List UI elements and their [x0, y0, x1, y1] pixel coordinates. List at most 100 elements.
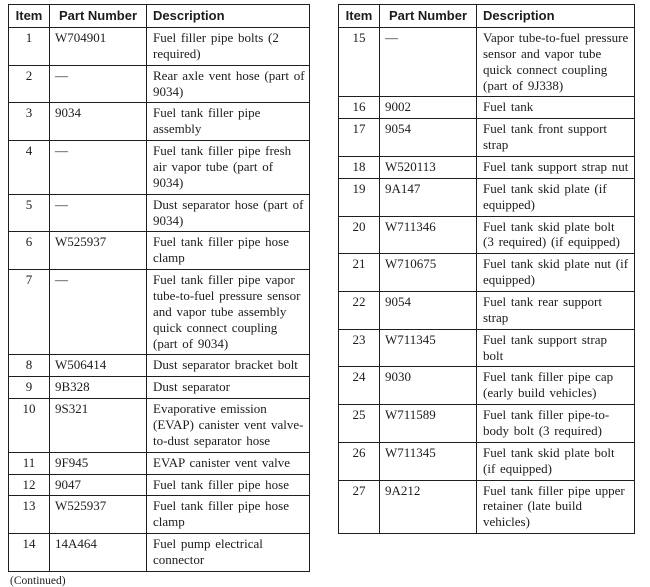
parts-table-items-15-27: Item Part Number Description 15—Vapor tu… — [338, 4, 635, 535]
part-number-cell: 9B328 — [49, 376, 147, 400]
description-cell: Fuel tank skid plate bolt (if equipped) — [476, 441, 635, 481]
item-cell: 7 — [8, 269, 50, 356]
description-cell: Fuel tank filler pipe hose clamp — [146, 231, 310, 271]
part-number-cell: W710675 — [379, 253, 477, 293]
item-cell: 2 — [8, 64, 50, 104]
part-number-cell: 9002 — [379, 96, 477, 120]
part-number-cell: 9A212 — [379, 479, 477, 535]
column-header-part-number: Part Number — [49, 4, 147, 28]
part-number-cell: 9S321 — [49, 398, 147, 453]
part-number-cell: 14A464 — [49, 533, 147, 572]
description-cell: Fuel tank skid plate (if equipped) — [476, 177, 635, 217]
column-header-item: Item — [8, 4, 50, 28]
column-header-item: Item — [338, 4, 380, 28]
column-header-description: Description — [146, 4, 310, 28]
item-cell: 3 — [8, 102, 50, 142]
description-cell: Fuel tank filler pipe hose clamp — [146, 495, 310, 535]
part-number-cell: — — [379, 26, 477, 98]
part-number-cell: 9030 — [379, 366, 477, 406]
table-row: 15—Vapor tube-to-fuel pressure sensor an… — [338, 26, 635, 98]
part-number-cell: 9A147 — [379, 177, 477, 217]
item-cell: 13 — [8, 495, 50, 535]
item-cell: 12 — [8, 473, 50, 497]
part-number-cell: — — [49, 269, 147, 356]
column-header-description: Description — [476, 4, 635, 28]
item-cell: 27 — [338, 479, 380, 535]
part-number-cell: 9034 — [49, 102, 147, 142]
continued-label: (Continued) — [10, 574, 66, 587]
table-row: 7—Fuel tank filler pipe vapor tube-to-fu… — [8, 269, 310, 356]
right-table-column: Item Part Number Description 15—Vapor tu… — [338, 4, 635, 535]
part-number-cell: 9054 — [379, 118, 477, 158]
description-cell: Fuel tank filler pipe hose — [146, 473, 310, 497]
description-cell: Dust separator — [146, 376, 310, 400]
item-cell: 18 — [338, 156, 380, 179]
description-cell: Fuel tank support strap bolt — [476, 328, 635, 368]
column-header-part-number: Part Number — [379, 4, 477, 28]
item-cell: 26 — [338, 441, 380, 481]
item-cell: 23 — [338, 328, 380, 368]
item-cell: 6 — [8, 231, 50, 271]
item-cell: 14 — [8, 533, 50, 572]
part-number-cell: 9054 — [379, 291, 477, 330]
description-cell: Vapor tube-to-fuel pressure sensor and v… — [476, 26, 635, 98]
table-header-row: Item Part Number Description — [338, 4, 635, 28]
description-cell: Fuel tank rear support strap — [476, 291, 635, 330]
part-number-cell: W711345 — [379, 328, 477, 368]
description-cell: Fuel pump electrical connector — [146, 533, 310, 572]
table-row: 5—Dust separator hose (part of 9034) — [8, 193, 310, 233]
item-cell: 9 — [8, 376, 50, 400]
description-cell: Fuel tank filler pipe fresh air vapor tu… — [146, 140, 310, 195]
item-cell: 16 — [338, 96, 380, 120]
item-cell: 19 — [338, 177, 380, 217]
description-cell: Fuel tank filler pipe upper retainer (la… — [476, 479, 635, 535]
item-cell: 11 — [8, 451, 50, 475]
item-cell: 1 — [8, 27, 50, 66]
part-number-cell: W525937 — [49, 495, 147, 535]
table-body: 15—Vapor tube-to-fuel pressure sensor an… — [338, 26, 635, 535]
table-header-row: Item Part Number Description — [8, 4, 310, 28]
description-cell: Fuel tank — [476, 96, 635, 120]
description-cell: Fuel tank skid plate nut (if equipped) — [476, 253, 635, 293]
description-cell: Fuel tank filler pipe assembly — [146, 102, 310, 142]
item-cell: 21 — [338, 253, 380, 293]
part-number-cell: W525937 — [49, 231, 147, 271]
part-number-cell: 9047 — [49, 473, 147, 497]
part-number-cell: — — [49, 193, 147, 233]
description-cell: Fuel tank skid plate bolt (3 required) (… — [476, 215, 635, 255]
description-cell: Fuel tank filler pipe-to-body bolt (3 re… — [476, 404, 635, 443]
description-cell: Rear axle vent hose (part of 9034) — [146, 64, 310, 104]
table-row: 4—Fuel tank filler pipe fresh air vapor … — [8, 140, 310, 195]
item-cell: 25 — [338, 404, 380, 443]
part-number-cell: — — [49, 140, 147, 195]
description-cell: Evaporative emission (EVAP) canister ven… — [146, 398, 310, 453]
part-number-cell: W506414 — [49, 354, 147, 378]
description-cell: Dust separator bracket bolt — [146, 354, 310, 378]
description-cell: Fuel tank filler pipe vapor tube-to-fuel… — [146, 269, 310, 356]
item-cell: 5 — [8, 193, 50, 233]
table-row: 2—Rear axle vent hose (part of 9034) — [8, 64, 310, 104]
part-number-cell: W711345 — [379, 441, 477, 481]
item-cell: 20 — [338, 215, 380, 255]
description-cell: Fuel tank front support strap — [476, 118, 635, 158]
